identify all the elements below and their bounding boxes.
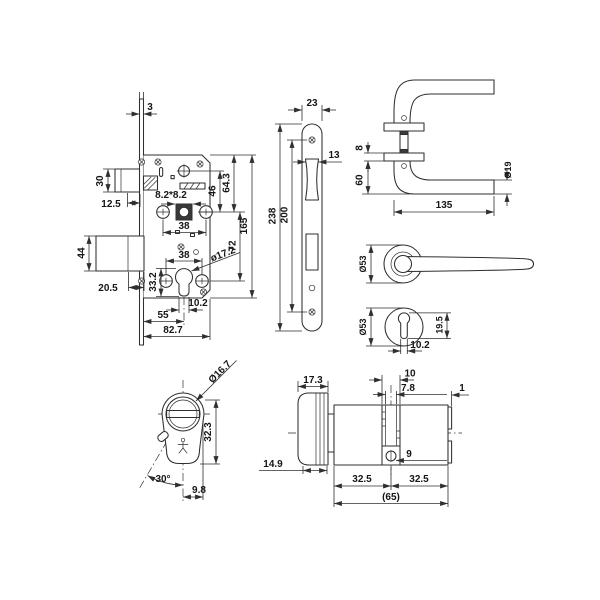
dim-deadbolt-projection: 20.5: [98, 283, 118, 294]
rose-top: [383, 122, 425, 132]
dim-cam-slot-width: 10: [404, 369, 416, 380]
cylinder-screw-right: [195, 274, 209, 288]
lever-front: [402, 255, 535, 273]
dim-cyl-rose-dia: Ø53: [358, 318, 368, 335]
dim-latch-projection: 12.5: [101, 199, 121, 210]
rose-bottom: [383, 152, 425, 162]
cam-slot: [381, 404, 401, 466]
thumbturn-cylinder-view: 30° 9.8 32.3 Ø16.7: [138, 358, 237, 503]
mortise-lock-body-view: 3 30 12.5 44 20.5 8.2*8.2 38 46 64.3 72 …: [77, 92, 257, 346]
faceplate-screw-top: [138, 158, 146, 166]
dim-backset: 55: [157, 310, 169, 321]
dim-faceplate-thickness: 3: [147, 102, 153, 113]
dim-rose-dia: Ø53: [358, 255, 368, 272]
dim-keyhole-height: 19.5: [435, 316, 445, 334]
cylinder-screw-left: [159, 274, 173, 288]
dim-body-height: 32.3: [203, 422, 214, 442]
stop-plate-detail: [179, 182, 206, 190]
dim-knob-face: 14.9: [263, 459, 283, 470]
dim-half-right: 32.5: [409, 474, 429, 485]
hub-screw-left: [156, 205, 170, 219]
dim-end-rim: 1: [459, 383, 465, 394]
release-clip-detail: [157, 430, 169, 443]
dim-knob-dia: Ø16.7: [207, 358, 234, 385]
dim-half-left: 32.5: [352, 474, 372, 485]
dim-total-length: (65): [382, 492, 400, 503]
faceplate-top-screw: [308, 136, 316, 144]
dim-case-height: 165: [239, 217, 250, 234]
brand-logo-mark: [177, 437, 189, 454]
dim-latch-height: 30: [95, 175, 106, 187]
dim-faceplate-length: 238: [268, 207, 279, 224]
end-rim-bottom: [447, 440, 453, 464]
dim-rose-thickness: 8: [355, 145, 366, 151]
dim-cylinder-dia: ø17.2: [209, 245, 237, 265]
dim-offset: 9.8: [192, 485, 206, 496]
dim-case-depth: 82.7: [163, 325, 183, 336]
lock-faceplate-strip: [138, 98, 145, 346]
latch-spring-block: [142, 175, 159, 191]
faceplate-pin-hole: [308, 284, 316, 292]
dim-rose-to-grip: 60: [355, 174, 366, 186]
end-rim-top: [447, 406, 453, 430]
cylinder-side-view: 17.3 10 7.8 1 9 32.5 32.5 (65) 14.9: [259, 369, 469, 507]
dim-follower-to-cylinder: 72: [228, 240, 239, 252]
dim-screw-spacing: 200: [280, 206, 291, 223]
dim-faceplate-width: 23: [306, 98, 318, 109]
faceplate-bottom-screw: [308, 308, 316, 316]
lever-handle-front-view: Ø53: [358, 244, 535, 284]
dim-top-to-follower: 64.3: [222, 173, 233, 193]
dim-rotation-angle: 30°: [155, 474, 170, 485]
dim-lever-length: 135: [436, 200, 453, 211]
euro-cylinder-keyhole: [175, 268, 193, 297]
thumbturn-knob-side: [297, 392, 329, 466]
dim-hub-spacing: 38: [178, 221, 190, 232]
dim-deadbolt-height: 44: [77, 247, 88, 259]
latch-bolt: [114, 168, 141, 193]
handle-outer-top: [393, 79, 495, 124]
deadbolt: [95, 235, 145, 272]
dim-cylinder-screw-spacing: 38: [178, 250, 190, 261]
dim-keyway-width: 10.2: [188, 298, 208, 309]
dim-keyhole-height: 33.2: [148, 272, 159, 292]
dim-grip-dia: Ø19: [503, 161, 513, 178]
dim-latch-width: 13: [328, 150, 340, 161]
handle-outer-bottom: [393, 160, 495, 195]
knob-neck: [327, 413, 335, 453]
thumbturn-knob: [165, 396, 201, 432]
slot-detail: [158, 166, 164, 178]
rose-keyhole: [397, 312, 411, 340]
dim-cam-slot-inner: 7.8: [401, 383, 415, 394]
faceplate-view: 23 13 238 200: [268, 98, 342, 332]
deadbolt-opening: [305, 233, 319, 271]
thumbturn-grip-bar: [166, 409, 200, 419]
lever-handle-side-view: 8 60 135 Ø19: [355, 79, 513, 216]
cylinder-rose-view: Ø53 19.5 10.2: [358, 307, 451, 354]
dim-follower-square: 8.2*8.2: [155, 190, 187, 201]
dim-knob-length: 17.3: [303, 375, 323, 386]
dim-rose-keyway-width: 10.2: [410, 340, 430, 351]
dim-cam-hole: 9: [406, 449, 412, 460]
faceplate-outline: [301, 123, 323, 332]
latch-opening: [304, 158, 320, 201]
dim-screw-to-follower: 46: [208, 185, 219, 197]
